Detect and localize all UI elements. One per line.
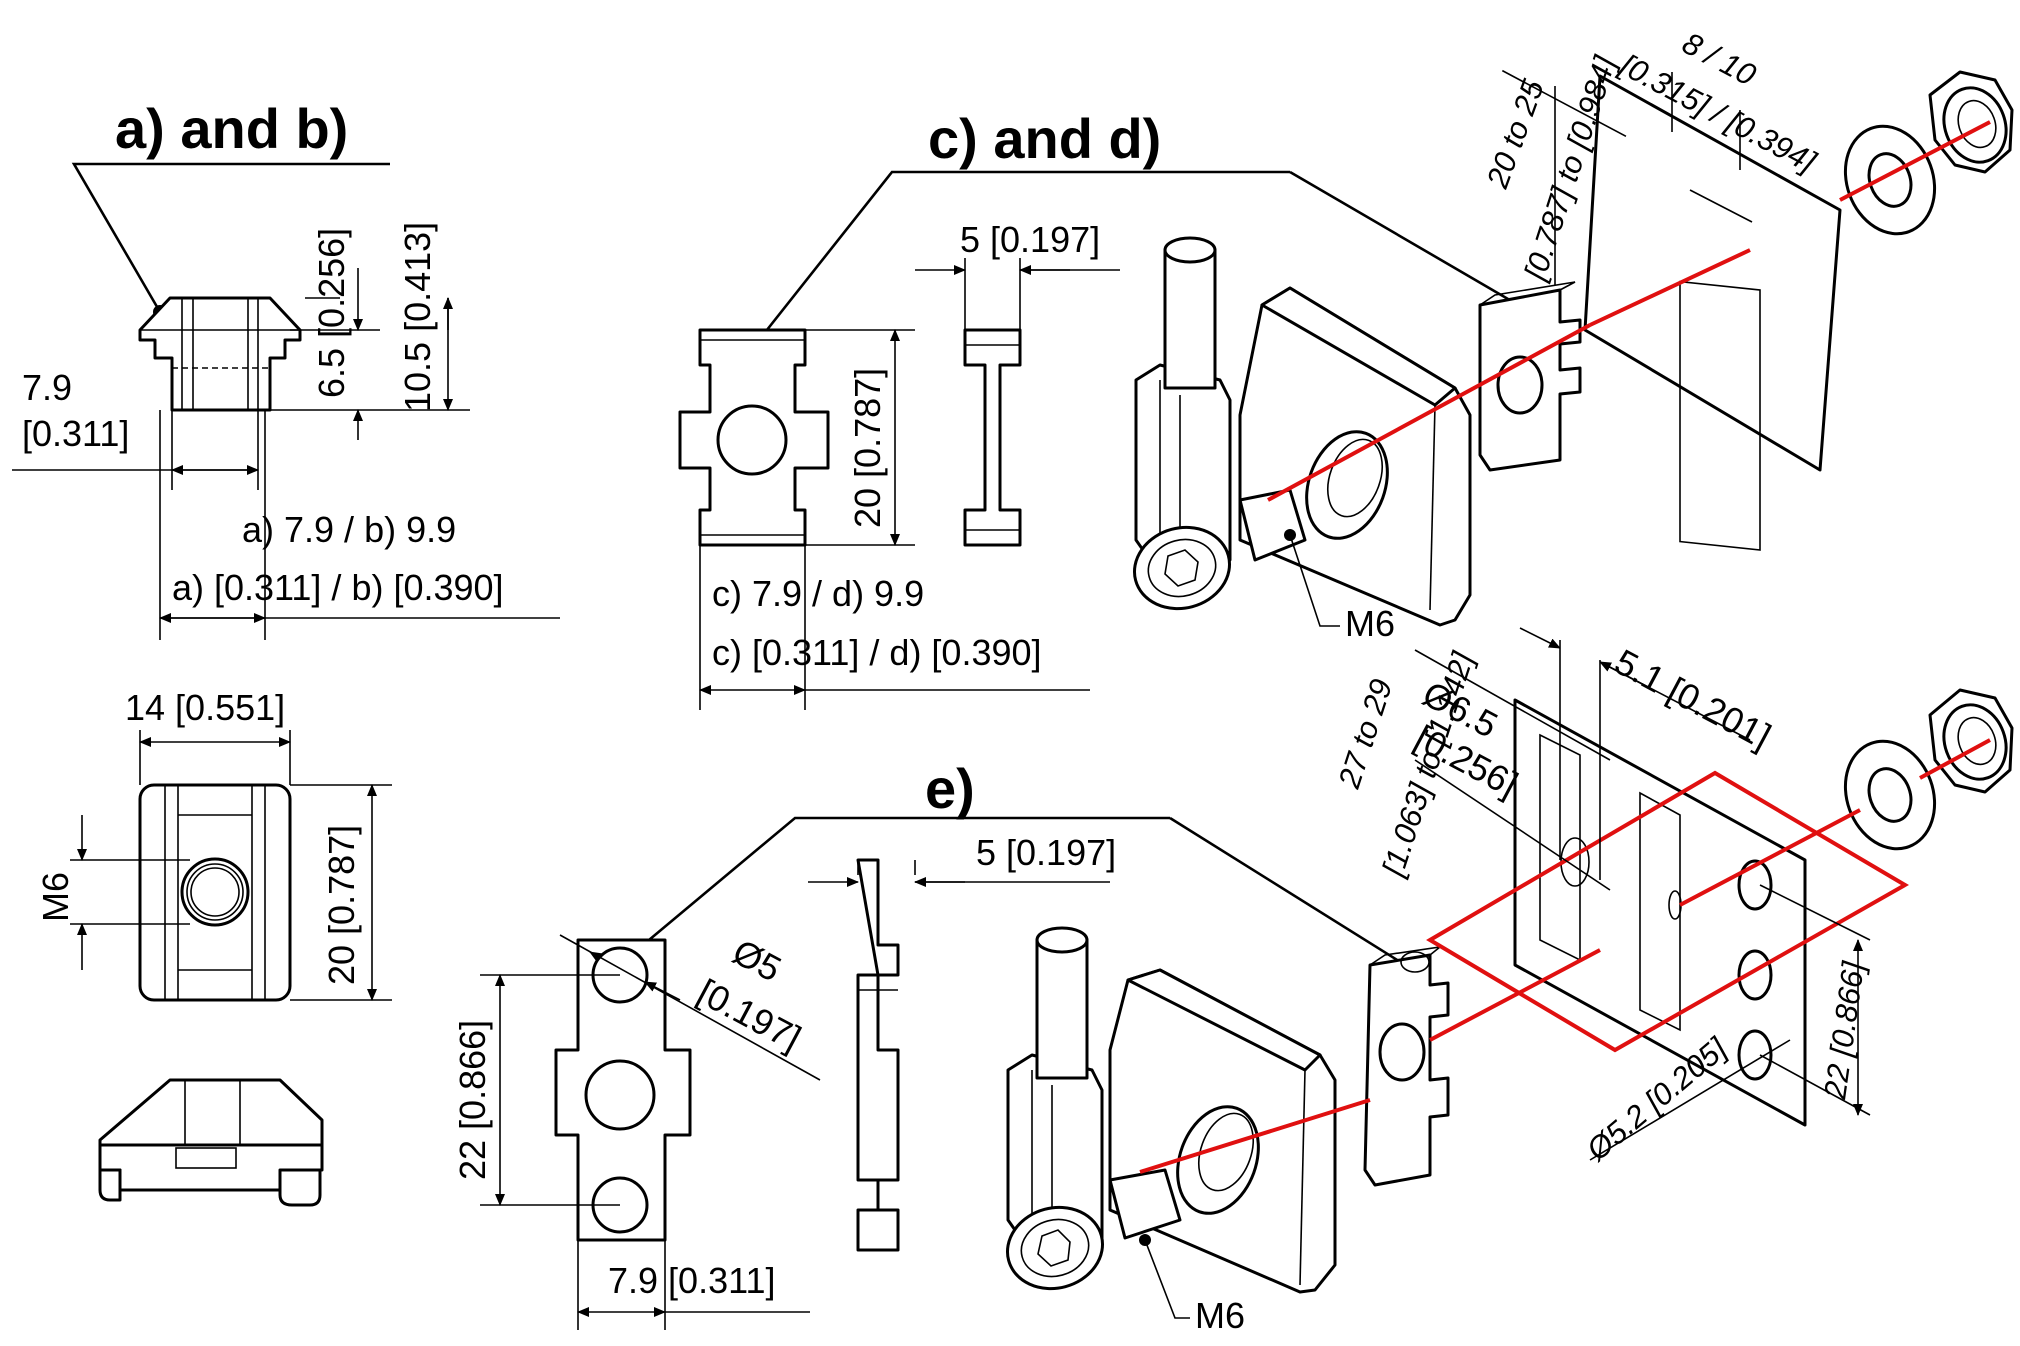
cd-thread: M6: [1345, 603, 1395, 644]
e-dim-h: 22 [0.866]: [452, 1020, 493, 1180]
ab-dim-h1: 6.5 [0.256]: [311, 228, 352, 398]
e-axis-line: [1139, 1098, 1371, 1174]
e-offset: 5.1 [0.201]: [1608, 641, 1777, 757]
e-hole-d-leader: [1414, 759, 1611, 891]
e-dim-w: 7.9 [0.311]: [608, 1260, 775, 1301]
cd-dim-h: 20 [0.787]: [847, 368, 888, 528]
e-hole-leader: [559, 934, 821, 1081]
cd-axis-line-3: [1839, 120, 1991, 202]
ab-dim-left-in: [0.311]: [22, 413, 129, 454]
leader-e-right: [1169, 816, 1411, 970]
cd-dim-w-mm: c) 7.9 / d) 9.9: [712, 573, 924, 614]
ab-dim-top-h: 20 [0.787]: [321, 825, 362, 985]
ab-dim-w-in: a) [0.311] / b) [0.390]: [172, 567, 504, 608]
e-thread: M6: [1195, 1295, 1245, 1336]
e-m6-leader: [1144, 1239, 1190, 1319]
ab-dim-w-mm: a) 7.9 / b) 9.9: [242, 509, 456, 550]
ab-nut-side-view: [138, 296, 302, 412]
leader-cd: [753, 170, 1290, 346]
leader-cd-right: [1289, 170, 1521, 308]
cd-axis-line-2: [1589, 248, 1751, 327]
e-nut-side-view: [856, 858, 900, 1252]
ab-nut-top-view: [138, 783, 292, 1002]
e-axis-line-3: [1679, 808, 1861, 907]
ab-thread: M6: [35, 872, 76, 922]
cd-panel-range-mm: 20 to 25: [1479, 74, 1551, 193]
cd-dim-thick: 5 [0.197]: [960, 219, 1100, 260]
cd-nut-front-view: [678, 328, 830, 547]
ab-dim-top-w: 14 [0.551]: [125, 687, 285, 728]
ab-nut-iso-view: [98, 1078, 324, 1207]
cd-axis-line: [1267, 323, 1591, 502]
e-axis-line-4: [1919, 738, 1991, 780]
cd-dim-w-in: c) [0.311] / d) [0.390]: [712, 632, 1042, 673]
cd-nut-side-view: [963, 328, 1022, 547]
e-hinge-assembly: [1005, 688, 2014, 1294]
ab-dim-h2: 10.5 [0.413]: [397, 222, 438, 412]
ab-dim-left-mm: 7.9: [22, 367, 72, 408]
e-dim-hole-d: Ø5: [726, 931, 788, 990]
e-nut-front-view: [554, 938, 692, 1242]
cd-m6-leader: [1289, 534, 1340, 627]
e-panel-range-mm: 27 to 29: [1331, 675, 1399, 793]
cd-hinge-assembly: [1132, 70, 2014, 627]
heading-e: e): [925, 757, 975, 820]
leader-e: [624, 816, 1170, 961]
e-small-hole: Ø5.2 [0.205]: [1579, 1030, 1734, 1168]
e-mount-plane: [1426, 770, 1909, 1053]
heading-ab: a) and b): [115, 97, 348, 160]
e-spacing: 22 [0.866]: [1817, 958, 1871, 1102]
leader-ab: [71, 162, 390, 313]
heading-cd: c) and d): [928, 107, 1161, 170]
e-dim-hole-in: [0.197]: [691, 971, 807, 1059]
e-dim-thick: 5 [0.197]: [976, 832, 1116, 873]
e-axis-line-2: [1429, 948, 1601, 1042]
e-small-hole-leader: [1589, 1039, 1791, 1161]
